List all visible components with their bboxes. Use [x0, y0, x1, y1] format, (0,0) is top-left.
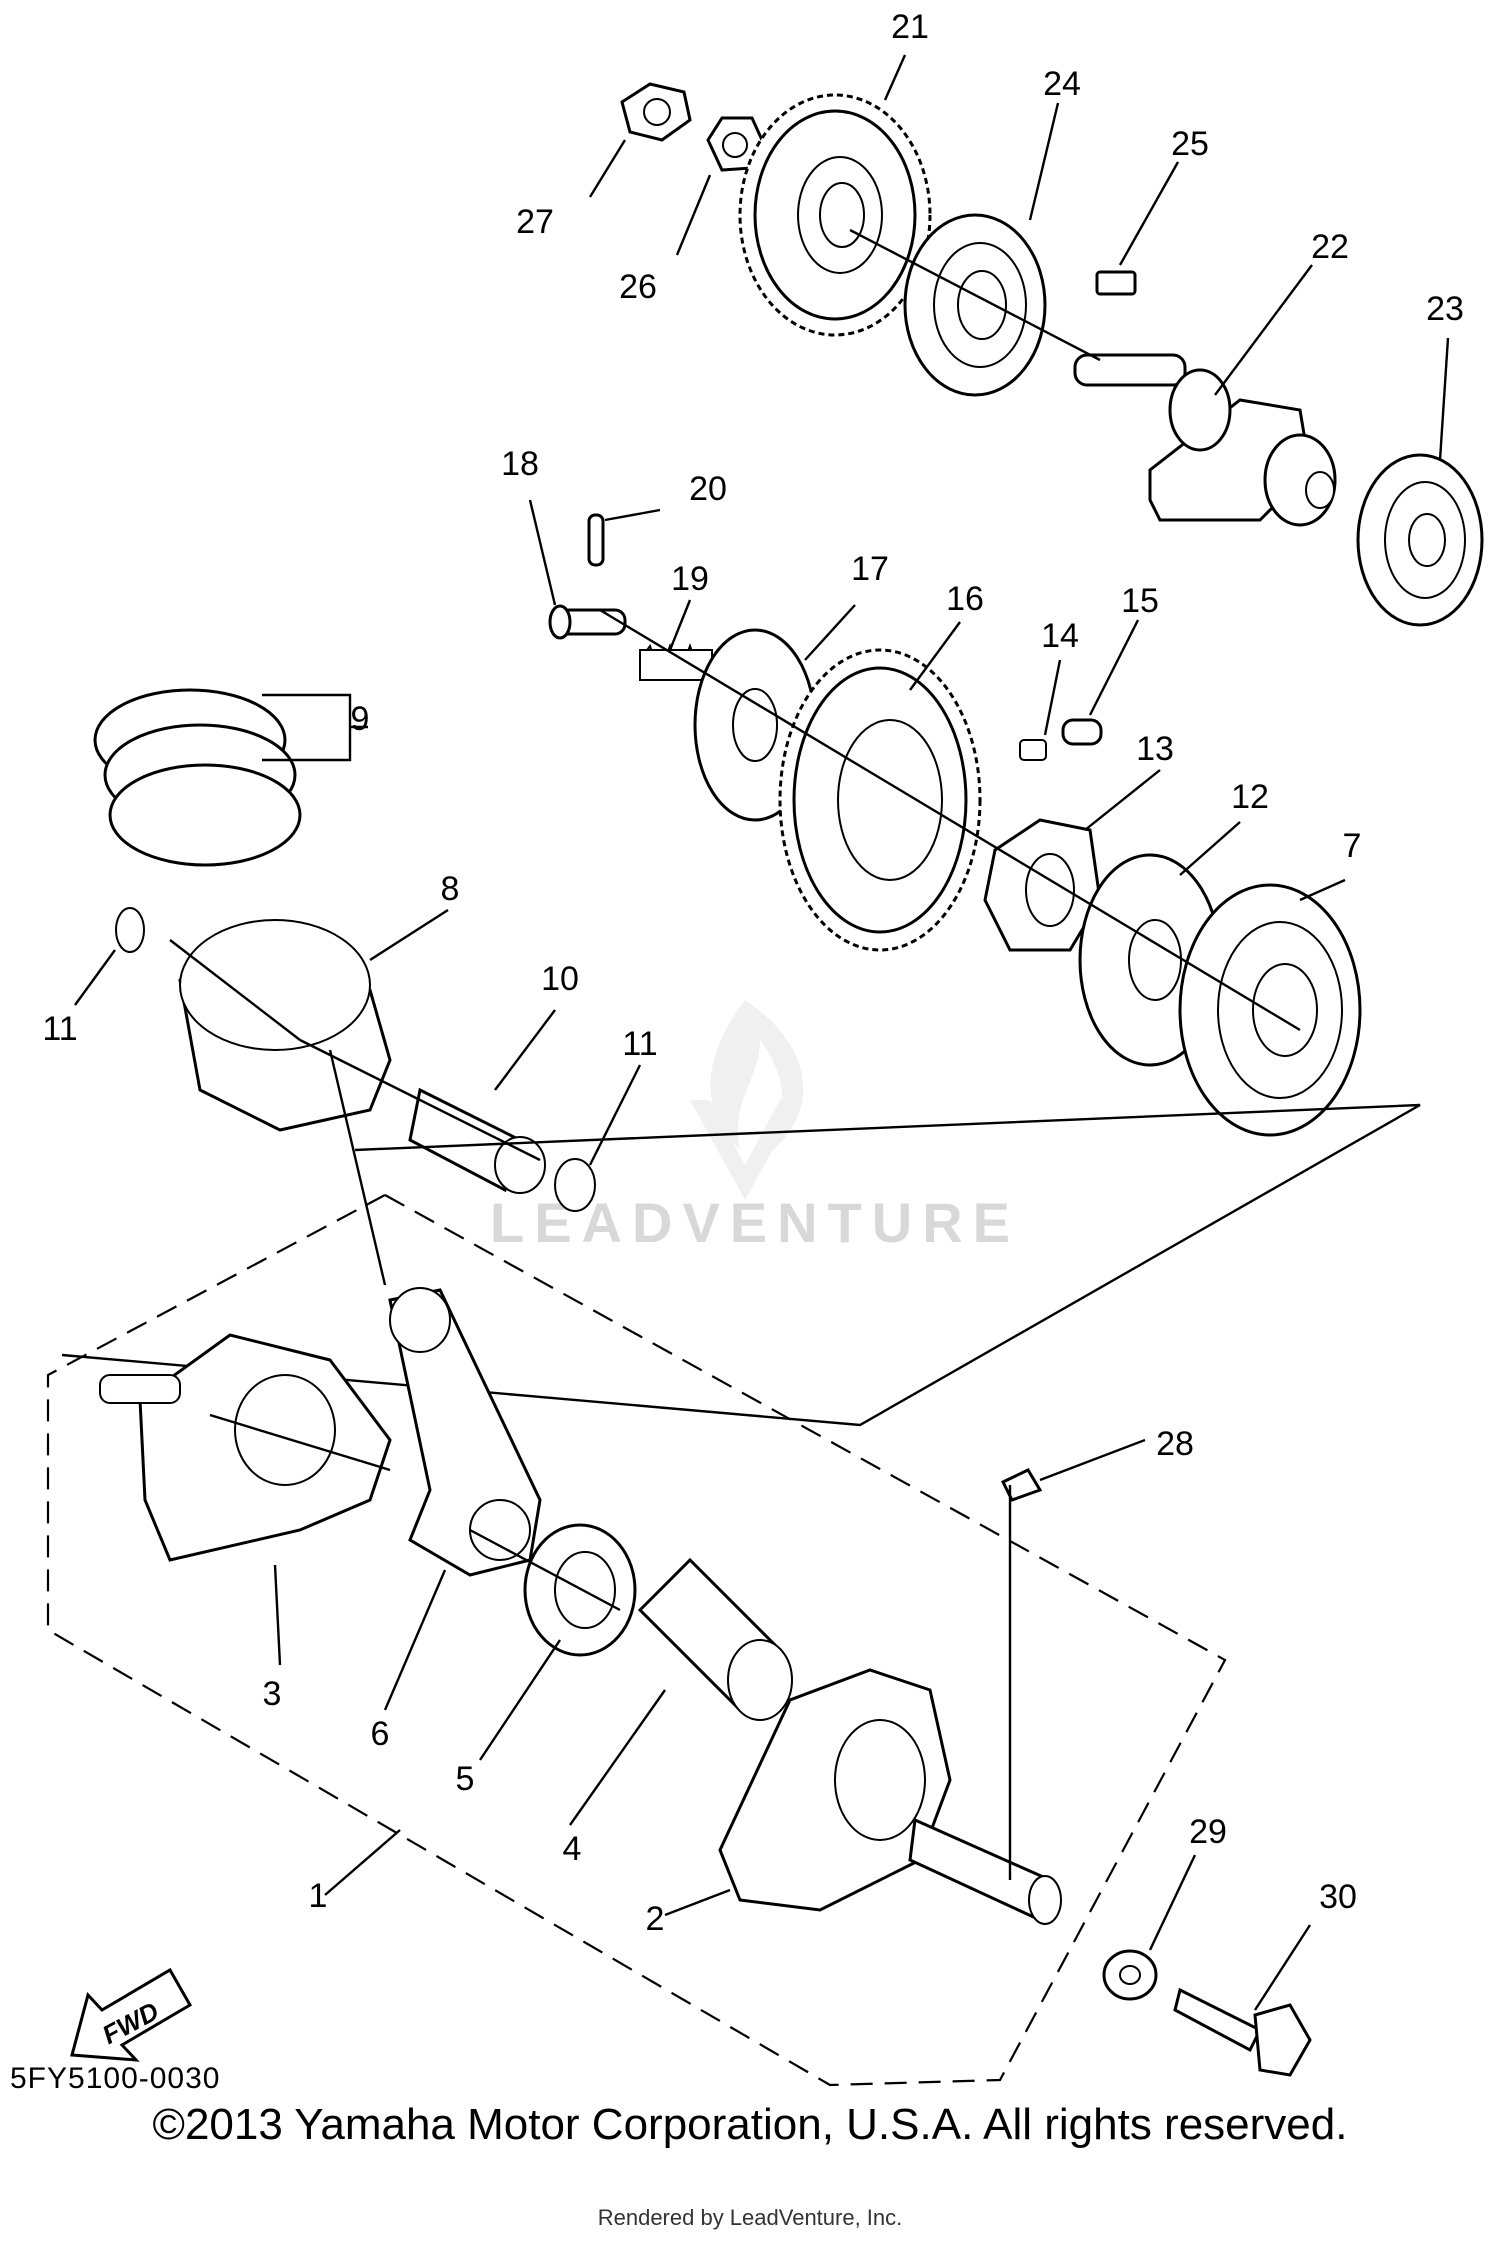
part-23-bearing[interactable] [1356, 453, 1484, 627]
callout-22: 22 [1311, 228, 1349, 266]
part-26-lock-washer[interactable] [706, 116, 764, 172]
part-8-piston[interactable] [178, 919, 392, 1132]
part-27-nut[interactable] [620, 82, 692, 142]
callout-labels: 1 2 3 4 5 6 7 8 9 10 11 11 12 13 14 15 1… [42, 8, 1464, 1938]
callout-11-left: 11 [42, 1010, 77, 1048]
part-7-bearing[interactable] [1178, 883, 1362, 1137]
part-4-crank-pin[interactable] [637, 1557, 793, 1721]
callout-29: 29 [1189, 1813, 1227, 1851]
callout-24: 24 [1043, 65, 1081, 103]
part-2-crank-right[interactable] [718, 1668, 1062, 1925]
callout-16: 16 [946, 580, 984, 618]
callout-20: 20 [689, 470, 727, 508]
callout-2: 2 [646, 1900, 665, 1938]
callout-25: 25 [1171, 125, 1209, 163]
part-10-piston-pin[interactable] [408, 1087, 546, 1194]
callout-28: 28 [1156, 1425, 1194, 1463]
part-15-plunger[interactable] [1061, 718, 1103, 746]
part-29-washer[interactable] [1102, 1949, 1158, 2001]
fwd-arrow-icon: FWD [70, 1967, 193, 2062]
callout-8: 8 [441, 870, 460, 908]
callout-12: 12 [1231, 778, 1269, 816]
copyright-notice: ©2013 Yamaha Motor Corporation, U.S.A. A… [152, 2100, 1348, 2149]
part-30-bolt[interactable] [1173, 1987, 1312, 2077]
diagram-code: 5FY5100-0030 [10, 2062, 221, 2095]
callout-15: 15 [1121, 582, 1159, 620]
callout-19: 19 [671, 560, 709, 598]
callout-7: 7 [1343, 827, 1362, 865]
callout-27: 27 [516, 203, 554, 241]
callout-11-right: 11 [622, 1025, 657, 1063]
callout-4: 4 [563, 1830, 582, 1868]
callout-23: 23 [1426, 290, 1464, 328]
callout-13: 13 [1136, 730, 1174, 768]
callout-6: 6 [371, 1715, 390, 1753]
callout-3: 3 [263, 1675, 282, 1713]
callout-1: 1 [309, 1877, 328, 1915]
part-11-circlip-right[interactable] [554, 1158, 596, 1212]
part-6-connecting-rod[interactable] [388, 1287, 542, 1577]
callout-17: 17 [851, 550, 889, 588]
callout-30: 30 [1319, 1878, 1357, 1916]
callout-10: 10 [541, 960, 579, 998]
callout-26: 26 [619, 268, 657, 306]
part-25-key[interactable] [1095, 270, 1137, 296]
callout-21: 21 [891, 8, 929, 46]
callout-18: 18 [501, 445, 539, 483]
rendered-by-note: Rendered by LeadVenture, Inc. [597, 2205, 903, 2230]
callout-9: 9 [351, 700, 370, 738]
part-21-balancer-gear[interactable] [738, 93, 932, 337]
leader-lines [74, 54, 1450, 2011]
part-14-spring[interactable] [1019, 739, 1047, 761]
part-28-key[interactable] [1000, 1468, 1043, 1502]
callout-5: 5 [456, 1760, 475, 1798]
part-20-pin[interactable] [587, 513, 605, 567]
part-3-crank-left[interactable] [99, 1333, 392, 1562]
part-18-pin[interactable] [548, 604, 627, 640]
watermark-logo [690, 1000, 804, 1200]
part-11-circlip-left[interactable] [115, 907, 145, 953]
part-19-spring[interactable] [639, 643, 713, 681]
part-9-piston-ring-set[interactable] [93, 688, 302, 867]
part-24-bearing[interactable] [903, 213, 1047, 397]
callout-14: 14 [1041, 617, 1079, 655]
part-16-primary-drive-gear[interactable] [778, 648, 982, 952]
part-22-balancer-shaft[interactable] [1073, 353, 1337, 527]
